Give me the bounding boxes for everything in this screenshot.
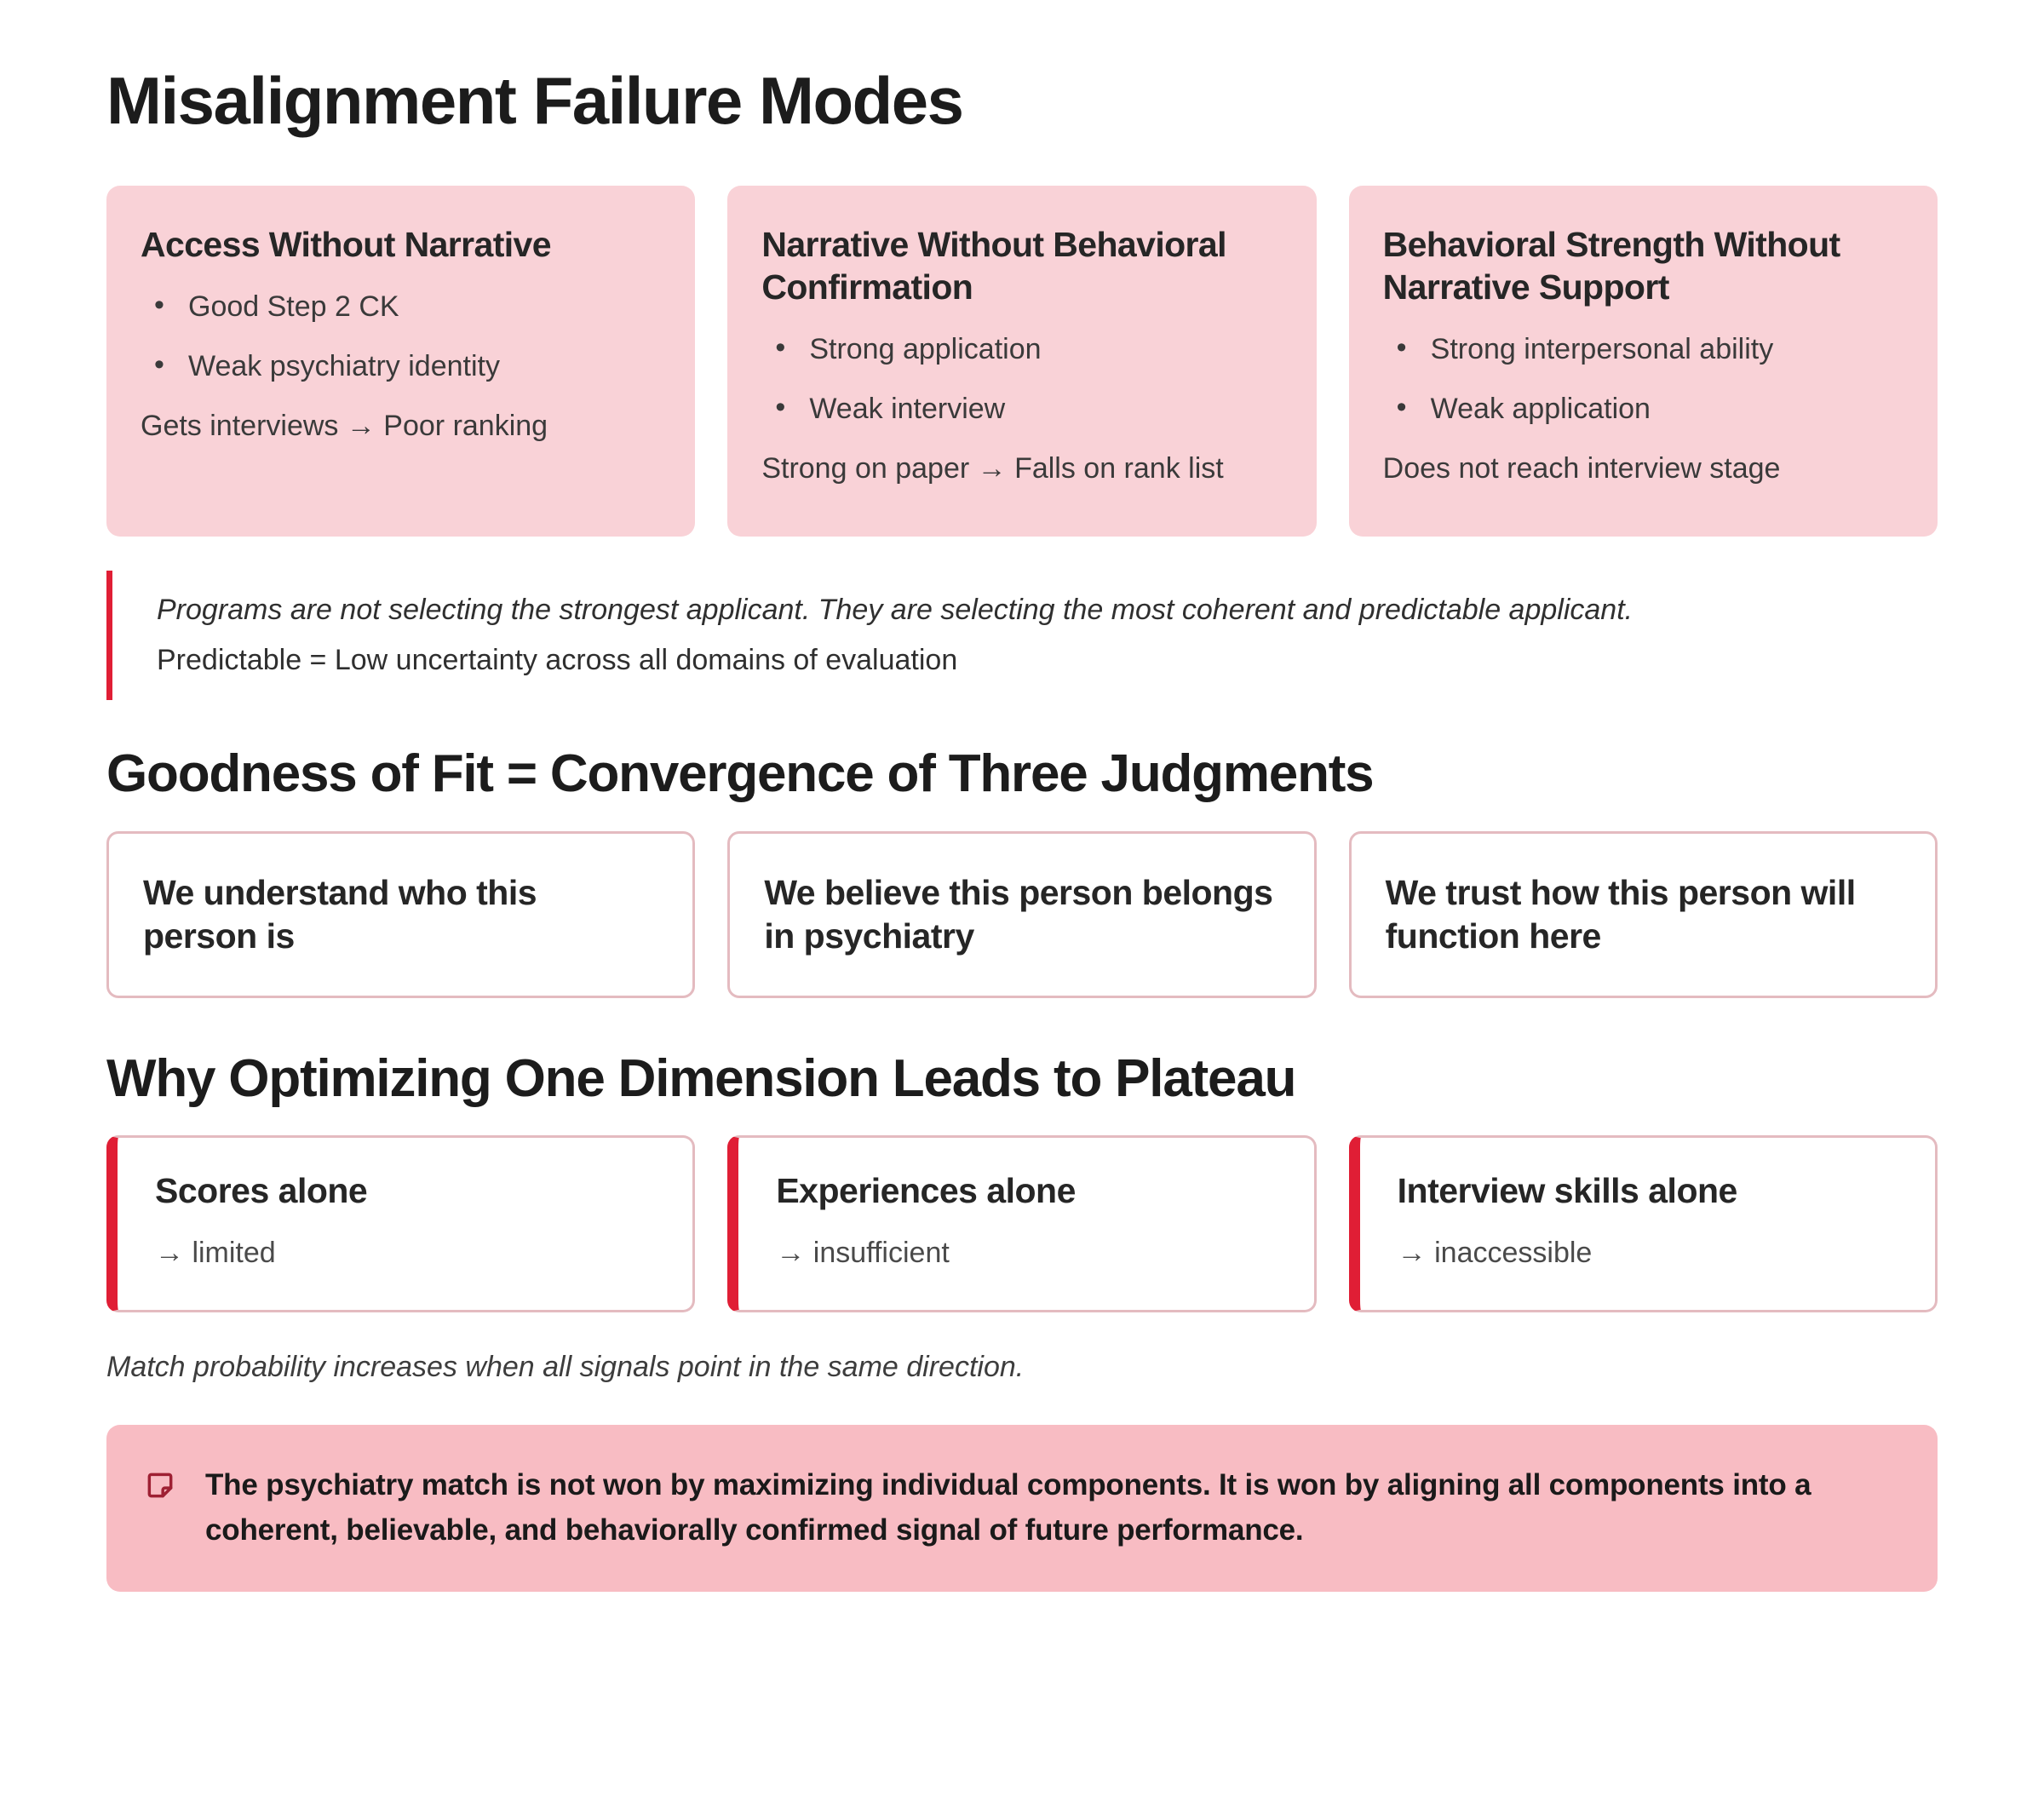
failure-mode-card: Access Without Narrative Good Step 2 CK … [106, 185, 696, 537]
plateau-row: Scores alone → limited Experiences alone… [106, 1135, 1938, 1313]
plateau-card: Experiences alone → insufficient [727, 1135, 1317, 1313]
failure-modes-row: Access Without Narrative Good Step 2 CK … [106, 185, 1938, 537]
quote-secondary: Predictable = Low uncertainty across all… [157, 644, 958, 677]
plateau-card: Interview skills alone → inaccessible [1348, 1135, 1938, 1313]
plateau-heading: Why Optimizing One Dimension Leads to Pl… [106, 1049, 1296, 1109]
judgment-card: We trust how this person will function h… [1348, 830, 1938, 999]
failure-mode-title: Behavioral Strength Without Narrative Su… [1382, 224, 1841, 307]
plateau-card-sub: → inaccessible [1397, 1237, 1593, 1270]
failure-mode-note: Does not reach interview stage [1382, 452, 1781, 485]
failure-mode-card: Narrative Without Behavioral Confirmatio… [727, 185, 1317, 537]
plateau-card-title: Experiences alone [776, 1171, 1076, 1211]
list-item: Weak application [1383, 388, 1903, 428]
list-item: Strong interpersonal ability [1383, 329, 1903, 368]
plateau-section: Why Optimizing One Dimension Leads to Pl… [106, 1051, 1938, 1387]
page-title: Misalignment Failure Modes [106, 63, 964, 138]
goodness-of-fit-section: Goodness of Fit = Convergence of Three J… [106, 744, 1938, 999]
failure-mode-card: Behavioral Strength Without Narrative Su… [1348, 185, 1938, 537]
list-item: Good Step 2 CK [141, 286, 661, 325]
list-item: Weak interview [761, 388, 1282, 428]
callout-banner: The psychiatry match is not won by maxim… [106, 1425, 1938, 1593]
judgment-text: We believe this person belongs in psychi… [764, 872, 1273, 956]
failure-mode-note: Gets interviews → Poor ranking [141, 410, 548, 443]
failure-mode-bullets: Good Step 2 CK Weak psychiatry identity [141, 286, 661, 385]
failure-mode-bullets: Strong application Weak interview [761, 329, 1282, 428]
failure-mode-title: Access Without Narrative [141, 224, 552, 264]
goodness-of-fit-row: We understand who this person is We beli… [106, 830, 1938, 999]
judgment-text: We understand who this person is [143, 872, 537, 956]
failure-mode-bullets: Strong interpersonal ability Weak applic… [1383, 329, 1903, 428]
plateau-card-sub: → insufficient [776, 1237, 950, 1270]
judgment-card: We believe this person belongs in psychi… [727, 830, 1317, 999]
note-icon [144, 1469, 176, 1501]
plateau-card-title: Scores alone [155, 1171, 368, 1211]
failure-mode-note: Strong on paper → Falls on rank list [761, 452, 1224, 485]
list-item: Strong application [761, 329, 1282, 368]
failure-mode-title: Narrative Without Behavioral Confirmatio… [761, 224, 1226, 307]
plateau-card-title: Interview skills alone [1397, 1171, 1738, 1211]
judgment-card: We understand who this person is [106, 830, 696, 999]
plateau-card-sub: → limited [155, 1237, 276, 1270]
list-item: Weak psychiatry identity [141, 346, 661, 385]
callout-text: The psychiatry match is not won by maxim… [205, 1468, 1811, 1547]
plateau-caption: Match probability increases when all sig… [106, 1351, 1025, 1384]
judgment-text: We trust how this person will function h… [1385, 872, 1856, 956]
quote-block: Programs are not selecting the strongest… [106, 570, 1938, 701]
goodness-of-fit-heading: Goodness of Fit = Convergence of Three J… [106, 744, 1375, 804]
quote-primary: Programs are not selecting the strongest… [157, 593, 1633, 626]
plateau-card: Scores alone → limited [106, 1135, 696, 1313]
